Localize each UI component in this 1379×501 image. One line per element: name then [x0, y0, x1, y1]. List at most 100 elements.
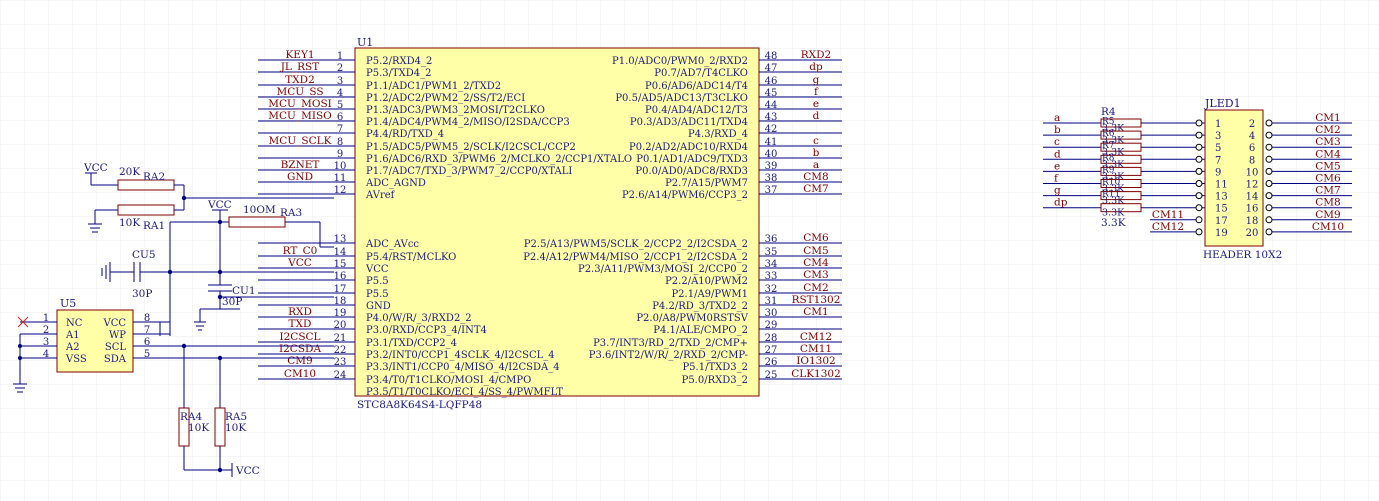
- u1-left-net-label: TXD: [289, 318, 312, 330]
- u1-pin-number: 27: [765, 345, 778, 356]
- jled1-right-pin-number: 2: [1249, 119, 1255, 130]
- u1-left-net-label: RXD: [288, 306, 312, 318]
- u1-pin-name: P0.2/AD2/ADC10/RXD4: [629, 142, 748, 153]
- u1-pin-name: P1.6/ADC6/RXD_3/PWM6_2/MCLKO_2/CCP1/XTAL…: [366, 154, 632, 165]
- u1-pin-name: P2.4/A12/PWM4/MISO_2/CCP1_2/I2CSDA_2: [523, 252, 748, 263]
- junction-dots: [167, 195, 223, 473]
- r4-sub-designator: R5: [1102, 117, 1115, 127]
- jled1-right-pin-number: 14: [1246, 192, 1259, 203]
- u1-pin-name: P4.0/W/R/_3/RXD2_2: [366, 313, 472, 324]
- u1-pin-name: GND: [366, 301, 391, 312]
- jled1-net-label: CM9: [1315, 209, 1340, 221]
- u1-pin-name: P5.0/RXD3_2: [682, 375, 748, 386]
- u1-pin-number: 4: [337, 88, 343, 99]
- r4-designator: R4: [1101, 106, 1116, 118]
- u1-left-net-label: KEY1: [285, 49, 314, 61]
- ra3-designator: RA3: [280, 207, 302, 219]
- u1-pin-number: 9: [337, 149, 343, 160]
- u1-body: [354, 47, 760, 397]
- jled1-right-pin-number: 10: [1246, 167, 1259, 178]
- u1-pin-number: 10: [334, 161, 347, 172]
- u1-pin-number: 35: [765, 247, 778, 258]
- r4-resistor-network[interactable]: R4 3.3K a3.3Kb3.3Kc3.3Kd3.3Ke3.3Kf3.3Kg3…: [1043, 106, 1205, 229]
- u1-right-net-label: a: [813, 159, 819, 171]
- u1-pin-number: 1: [337, 51, 343, 62]
- reference-network: [85, 172, 334, 477]
- jled1-left-pin-number: 13: [1215, 192, 1228, 203]
- u1-right-net-label: c: [813, 135, 819, 147]
- u1-pin-name: P0.6/AD6/ADC14/T4: [645, 81, 748, 92]
- r4-sub-designator: R9: [1102, 165, 1115, 175]
- u1-left-net-label: CM10: [284, 368, 316, 380]
- u1-pin-name: P2.3/A11/PWM3/MOSI_2/CCP0_2: [578, 264, 748, 275]
- u1-right-net-label: CM3: [803, 269, 828, 281]
- u1-right-net-label: CM11: [800, 343, 832, 355]
- r4-value-label: 3.3K: [1102, 196, 1125, 207]
- u1-pin-number: 29: [765, 320, 778, 331]
- u1-pin-number: 6: [337, 112, 343, 123]
- u5-pin-number: 3: [43, 337, 49, 348]
- ra5-designator: RA5: [225, 411, 247, 423]
- u1-pin-number: 22: [334, 345, 347, 356]
- u1-pin-number: 5: [337, 100, 343, 111]
- u1-right-net-label: g: [813, 74, 820, 86]
- u1-right-net-label: CLK1302: [791, 368, 841, 380]
- r4-net-label: b: [1054, 124, 1061, 136]
- u1-pin-number: 12: [334, 185, 347, 196]
- u1-pin-name: P2.5/A13/PWM5/SCLK_2/CCP2_2/I2CSDA_2: [524, 239, 748, 250]
- u1-pin-number: 36: [765, 234, 778, 245]
- u5-pin-number: 1: [43, 313, 49, 324]
- u1-pin-number: 39: [765, 161, 778, 172]
- jled1-left-pin-number: 7: [1215, 155, 1221, 166]
- u1-pin-name: P5.3/TXD4_2: [366, 68, 432, 79]
- u1-pin-name: P4.2/RD_3/TXD2_2: [652, 301, 748, 312]
- u1-pin-number: 30: [765, 308, 778, 319]
- jled1-right-pin-number: 4: [1249, 131, 1255, 142]
- jled1-net-label: CM4: [1315, 148, 1341, 160]
- u1-pin-name: P1.1/ADC1/PWM1_2/TXD2: [366, 81, 501, 92]
- u1-left-net-label: MCU_MISO: [268, 110, 332, 122]
- u1-pin-name: P3.3/INT1/CCP0_4/MISO_4/I2CSDA_4: [366, 362, 560, 373]
- u1-pin-number: 24: [334, 370, 347, 381]
- u1-pin-number: 26: [765, 357, 778, 368]
- u1-right-net-label: CM8: [803, 171, 828, 183]
- u1-pin-number: 32: [765, 284, 778, 295]
- u1-left-net-label: VCC: [287, 257, 312, 269]
- r4-value-label: 3.3K: [1102, 159, 1125, 170]
- u1-right-net-label: CM1: [803, 306, 828, 318]
- cu1-value: 30P: [222, 296, 242, 308]
- u1-pin-name: ADC_AVcc: [365, 239, 419, 250]
- u1-pin-number: 45: [765, 88, 778, 99]
- u5-designator: U5: [60, 297, 76, 310]
- u5-pin-number: 5: [144, 349, 150, 360]
- u1-pin-name: P1.0/ADC0/PWM0_2/RXD2: [612, 56, 748, 67]
- u5-pin-name: VCC: [102, 318, 126, 329]
- u1-right-net-label: b: [813, 147, 820, 159]
- r4-value-label: 3.3K: [1102, 147, 1125, 158]
- u1-right-net-label: e: [813, 98, 819, 110]
- cu5-designator: CU5: [132, 249, 156, 261]
- u5-pin-number: 8: [144, 313, 150, 324]
- r4-net-label: dp: [1054, 197, 1068, 209]
- ra2-designator: RA2: [143, 171, 165, 183]
- u1-pin-name: AVref: [365, 190, 396, 201]
- jled1-right-pin-number: 18: [1246, 216, 1259, 227]
- u1-pin-number: 48: [765, 51, 778, 62]
- u5-pin-name: SDA: [104, 354, 127, 365]
- u1-pin-number: 40: [765, 149, 778, 160]
- u1-left-net-label: I2CSCL: [279, 331, 320, 343]
- ra4-value: 10K: [188, 422, 209, 434]
- u1-pin-number: 8: [337, 137, 343, 148]
- u1-pin-name: P2.1/A9/PWM1: [671, 289, 748, 300]
- u1-pin-name: P1.2/ADC2/PWM2_2/SS/T2/ECI: [366, 93, 525, 104]
- jled1-net-label: CM7: [1315, 185, 1340, 197]
- u1-pin-number: 16: [334, 271, 347, 282]
- u1-left-net-label: BZNET: [281, 159, 320, 171]
- u1-left-net-label: I2CSDA: [279, 343, 321, 355]
- u1-pin-number: 41: [765, 137, 778, 148]
